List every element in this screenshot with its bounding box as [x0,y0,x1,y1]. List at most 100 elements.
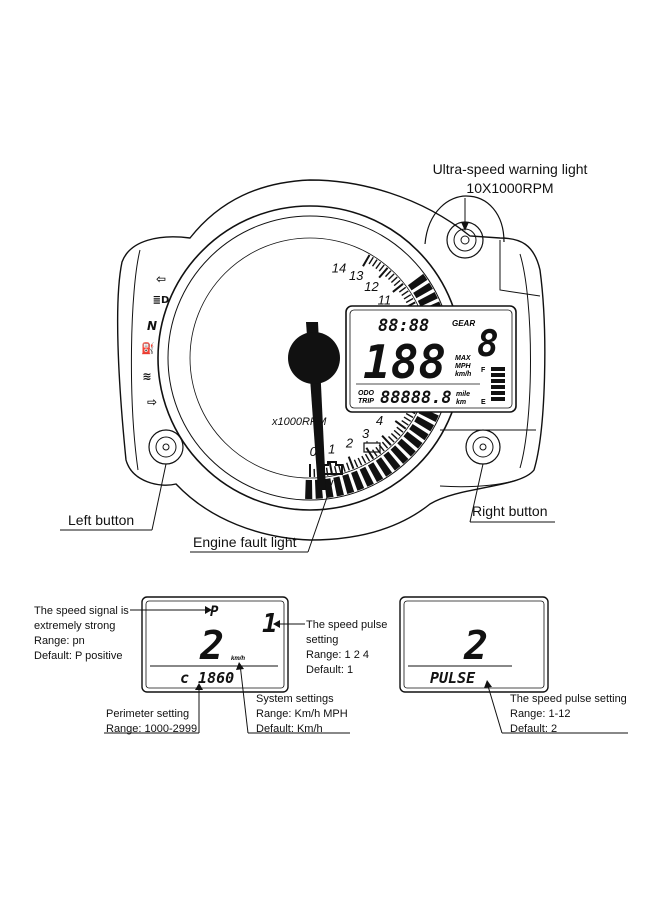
note-pulse-4: Default: 1 [306,664,353,676]
tach-tick [390,432,398,440]
tach-tick [365,447,375,460]
panel-b-big-digit: 2 [463,623,488,669]
lcd-trip-label: TRIP [358,398,374,405]
fuel-bar [491,391,505,395]
main-lcd: 88:88 GEAR 8 188 MAX MPH km/h ODO TRIP 8… [345,305,517,413]
tach-segment [414,416,435,432]
tach-number: 1 [328,441,335,456]
tach-segment [390,445,409,464]
lcd-fuel-full: F [481,367,486,374]
lcd-speed-unit-mph: MPH [455,363,472,370]
tach-tick [378,267,389,279]
tach-tick [328,461,334,476]
tach-segment [409,423,429,441]
tach-tick [342,463,346,472]
tach-tick [405,412,414,419]
tach-tick [375,261,382,270]
tach-tick [401,290,409,297]
callout-engine-fault: Engine fault light [193,534,297,550]
tach-tick [361,455,367,464]
note-pulse-1: The speed pulse [306,619,387,631]
tach-number: 14 [332,261,346,276]
note-signal-2: extremely strong [34,620,115,632]
tach-tick [353,459,359,468]
tach-tick [390,276,398,284]
tach-segment [407,273,428,291]
note-system-2: Range: Km/h MPH [256,708,348,720]
tach-segment [305,479,313,499]
arrow-signal [205,606,212,614]
fuel-bar [491,397,505,401]
tach-tick [334,466,338,475]
lcd-dist-unit-mile: mile [456,391,470,398]
temperature-icon: ≋ [142,370,151,383]
headlight-icon: ≣D [153,295,170,306]
panel-a-pulse-digit: 1 [262,609,278,639]
callout-ultra-speed-1: Ultra-speed warning light [433,161,588,177]
tach-segment [397,438,416,457]
settings-panel-b: 2 PULSE [399,596,549,693]
battery-icon [363,441,381,453]
tach-segment [403,431,423,449]
note-pulse-3: Range: 1 2 4 [306,649,369,661]
tach-tick [401,419,409,426]
tach-tick [368,256,374,265]
tach-tick [393,279,401,287]
lcd-clock: 88:88 [378,316,429,336]
note-b-1: The speed pulse setting [510,693,627,705]
panel-a-signal-char: P [210,604,219,620]
tach-tick [346,462,350,471]
tach-segment [417,291,438,307]
note-signal-4: Default: P positive [34,650,122,662]
left-button[interactable] [148,429,184,465]
tach-number: 3 [362,426,370,441]
tach-segment [351,470,365,491]
note-perimeter-1: Perimeter setting [106,708,189,720]
fuel-bar [491,385,505,389]
tach-segment [367,462,384,483]
fuel-bar [491,367,505,371]
tach-number: 2 [345,435,354,450]
tach-tick [338,465,342,474]
tach-tick [387,273,395,281]
fuel-icon: ⛽ [141,342,155,355]
callouts [60,198,555,553]
tach-tick [357,457,363,466]
tach-segment [359,466,374,487]
tach-tick [403,294,412,300]
tach-tick [381,435,392,446]
tach-tick [394,420,407,430]
tach-number: 4 [376,413,383,428]
tach-tick [403,416,412,422]
tach-segment [375,457,393,477]
tach-segment [413,282,433,299]
gauge-housing [116,179,546,541]
note-perimeter-2: Range: 1000-2999 [106,723,197,735]
note-b-2: Range: 1-12 [510,708,571,720]
settings-panel-a: P 1 2 km/h c 1860 [141,596,289,693]
right-button[interactable] [465,429,501,465]
tach-number: 13 [349,268,364,283]
tach-number: 0 [310,444,318,459]
callout-right-button: Right button [472,503,548,519]
turn-left-icon: ⇦ [156,272,166,286]
arrow-perimeter [195,683,203,690]
neutral-icon: N [147,319,157,333]
panel-a-leaders [104,609,350,734]
tach-tick [375,446,382,455]
tach-tick [384,270,392,278]
lcd-speed-unit-max: MAX [455,355,472,362]
callout-ultra-speed-2: 10X1000RPM [466,180,553,196]
arrow-system [236,662,244,670]
lcd-gear-value: 8 [477,324,499,365]
panel-b-label: PULSE [430,669,476,687]
tach-tick [396,426,404,433]
tach-tick [371,449,378,457]
tach-number: 11 [378,293,392,308]
lcd-gear-label: GEAR [452,319,475,328]
tach-segment [333,476,344,497]
lcd-fuel-empty: E [481,399,486,406]
tach-tick [371,259,378,267]
tach-tick [364,453,371,462]
fuel-gauge [491,367,505,401]
